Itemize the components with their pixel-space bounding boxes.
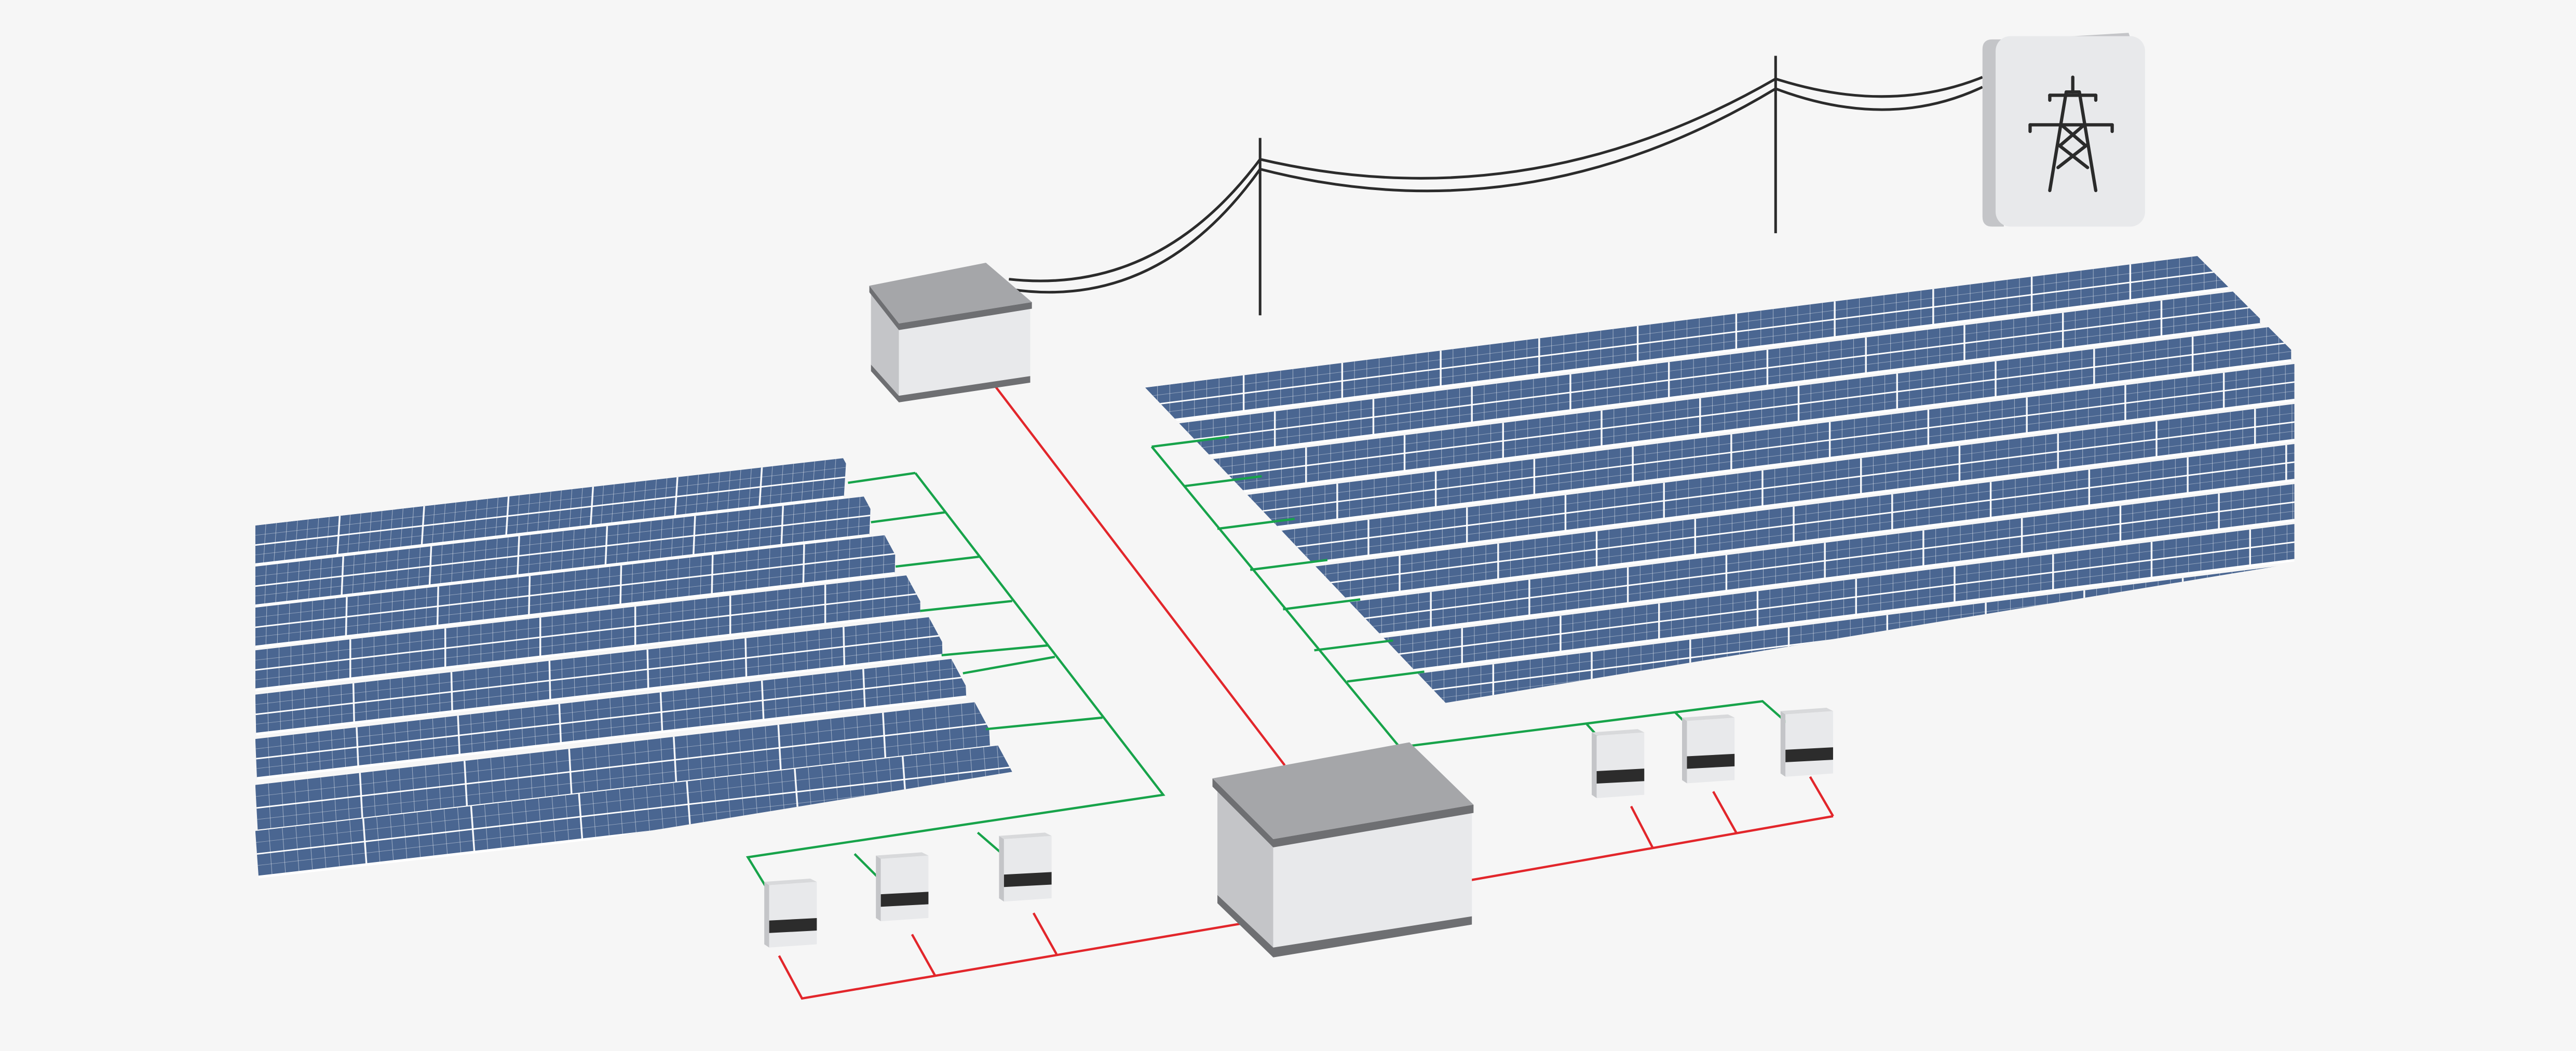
dc-stub (985, 716, 1103, 731)
conductor (1259, 87, 1777, 193)
transformer-base (1217, 895, 1472, 958)
dc-stub (962, 655, 1055, 675)
ac-collector-right (1809, 776, 1834, 817)
substation-front (899, 302, 1031, 396)
panel-row (1145, 254, 2229, 425)
dc-stub (1314, 639, 1393, 652)
conductor (1008, 168, 1262, 294)
conductor (1775, 76, 1983, 98)
dc-trunk-right (1150, 446, 1792, 749)
dc-stub (1151, 436, 1229, 448)
transformer-roof-rim (1212, 778, 1474, 847)
transformer-side (1217, 785, 1273, 953)
dc-stub (1283, 598, 1361, 611)
ac-drop (1630, 805, 1654, 848)
substation-roof (869, 263, 1032, 324)
panel-row (255, 458, 847, 567)
panel-row (1300, 433, 2295, 606)
inverter-band (769, 918, 817, 933)
solar-array-left (255, 458, 1012, 879)
ac-collector-right-line (1470, 815, 1834, 882)
substation (869, 263, 1032, 402)
dc-branch (977, 831, 1004, 855)
dc-stub (871, 511, 945, 523)
transformer-front (1273, 811, 1472, 948)
dc-stub (1217, 518, 1295, 530)
panel-row (1363, 505, 2295, 678)
inverter-band (1596, 769, 1645, 784)
ac-wiring (778, 382, 1834, 1000)
dc-stub (920, 600, 1012, 612)
ac-drop (1712, 791, 1738, 833)
panel-row (1207, 324, 2292, 497)
ac-drop (1032, 912, 1058, 955)
inverter (1780, 708, 1833, 777)
conductor (1775, 86, 1983, 111)
inverters (764, 708, 1833, 948)
inverter (999, 832, 1052, 902)
panel-row (255, 657, 967, 780)
ac-feeder-to-transformer (991, 382, 1286, 766)
panel-row (255, 574, 920, 691)
panel-row (1332, 468, 2295, 642)
dc-stub (848, 471, 916, 484)
solar-array-right (1145, 254, 2295, 703)
inverter-band (880, 892, 929, 907)
dc-stub (1250, 559, 1328, 571)
panel-row (1269, 396, 2295, 570)
substation-base (871, 365, 1031, 402)
dc-wiring (745, 436, 1792, 887)
panel-row (1238, 360, 2295, 534)
inverter (1592, 729, 1645, 798)
dc-stub (1347, 670, 1425, 683)
transformer-roof (1212, 742, 1474, 840)
inverter-band (1004, 872, 1052, 887)
inverter (1682, 714, 1735, 784)
panel-row (255, 615, 943, 736)
transmission-tower-icon (2028, 75, 2114, 193)
panel-row (255, 534, 896, 649)
conductor (1259, 77, 1777, 180)
inverter (764, 878, 817, 948)
inverter-band (1687, 753, 1735, 769)
ac-drop (911, 934, 936, 976)
dc-trunk-left (745, 472, 1165, 887)
substation-roof-rim (869, 286, 1032, 330)
grid-connection (1982, 33, 2145, 227)
panel-row (255, 495, 871, 608)
inverter (876, 852, 929, 922)
dc-stub (895, 555, 980, 568)
ac-collector-left (778, 922, 1246, 1000)
dc-branch (853, 853, 880, 880)
conductor (1009, 158, 1262, 282)
overhead-power-line (1008, 56, 1983, 316)
dc-stub (1184, 475, 1262, 488)
dc-stub (941, 644, 1049, 657)
inverter-band (1785, 747, 1833, 762)
transformer-station (1212, 742, 1474, 958)
panel-row (1176, 288, 2260, 462)
